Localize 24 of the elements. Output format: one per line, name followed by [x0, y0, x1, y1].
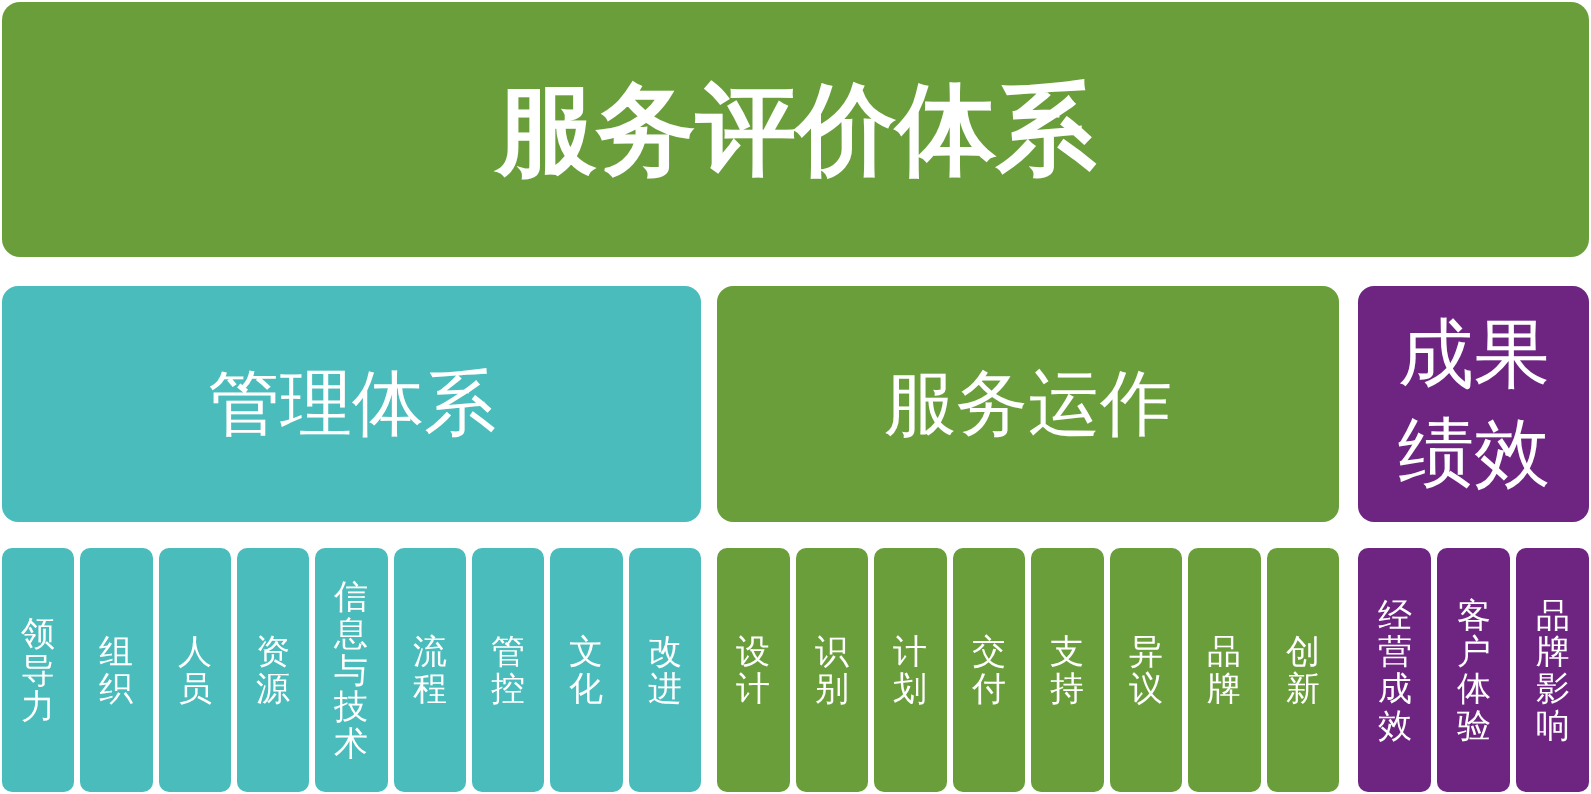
category-box: 服务运作 [717, 286, 1339, 522]
item-box: 异议 [1109, 548, 1182, 792]
item-box: 客户体验 [1437, 548, 1510, 792]
item-box: 管控 [472, 548, 545, 792]
item-box: 识别 [795, 548, 868, 792]
item-box: 改进 [628, 548, 701, 792]
category-box: 管理体系 [2, 286, 701, 522]
category-box: 成果绩效 [1358, 286, 1589, 522]
item-box: 文化 [550, 548, 623, 792]
item-box: 支持 [1031, 548, 1104, 792]
title-banner: 服务评价体系 [2, 2, 1589, 257]
item-box: 计划 [874, 548, 947, 792]
item-box: 人员 [158, 548, 231, 792]
item-box: 信息与技术 [315, 548, 388, 792]
item-box: 资源 [237, 548, 310, 792]
item-box: 领导力 [2, 548, 75, 792]
item-box: 组织 [80, 548, 153, 792]
item-box: 创新 [1266, 548, 1339, 792]
item-box: 交付 [952, 548, 1025, 792]
item-box: 经营成效 [1358, 548, 1431, 792]
item-box: 品牌影响 [1516, 548, 1589, 792]
item-box: 流程 [393, 548, 466, 792]
item-box: 品牌 [1188, 548, 1261, 792]
item-box: 设计 [717, 548, 790, 792]
